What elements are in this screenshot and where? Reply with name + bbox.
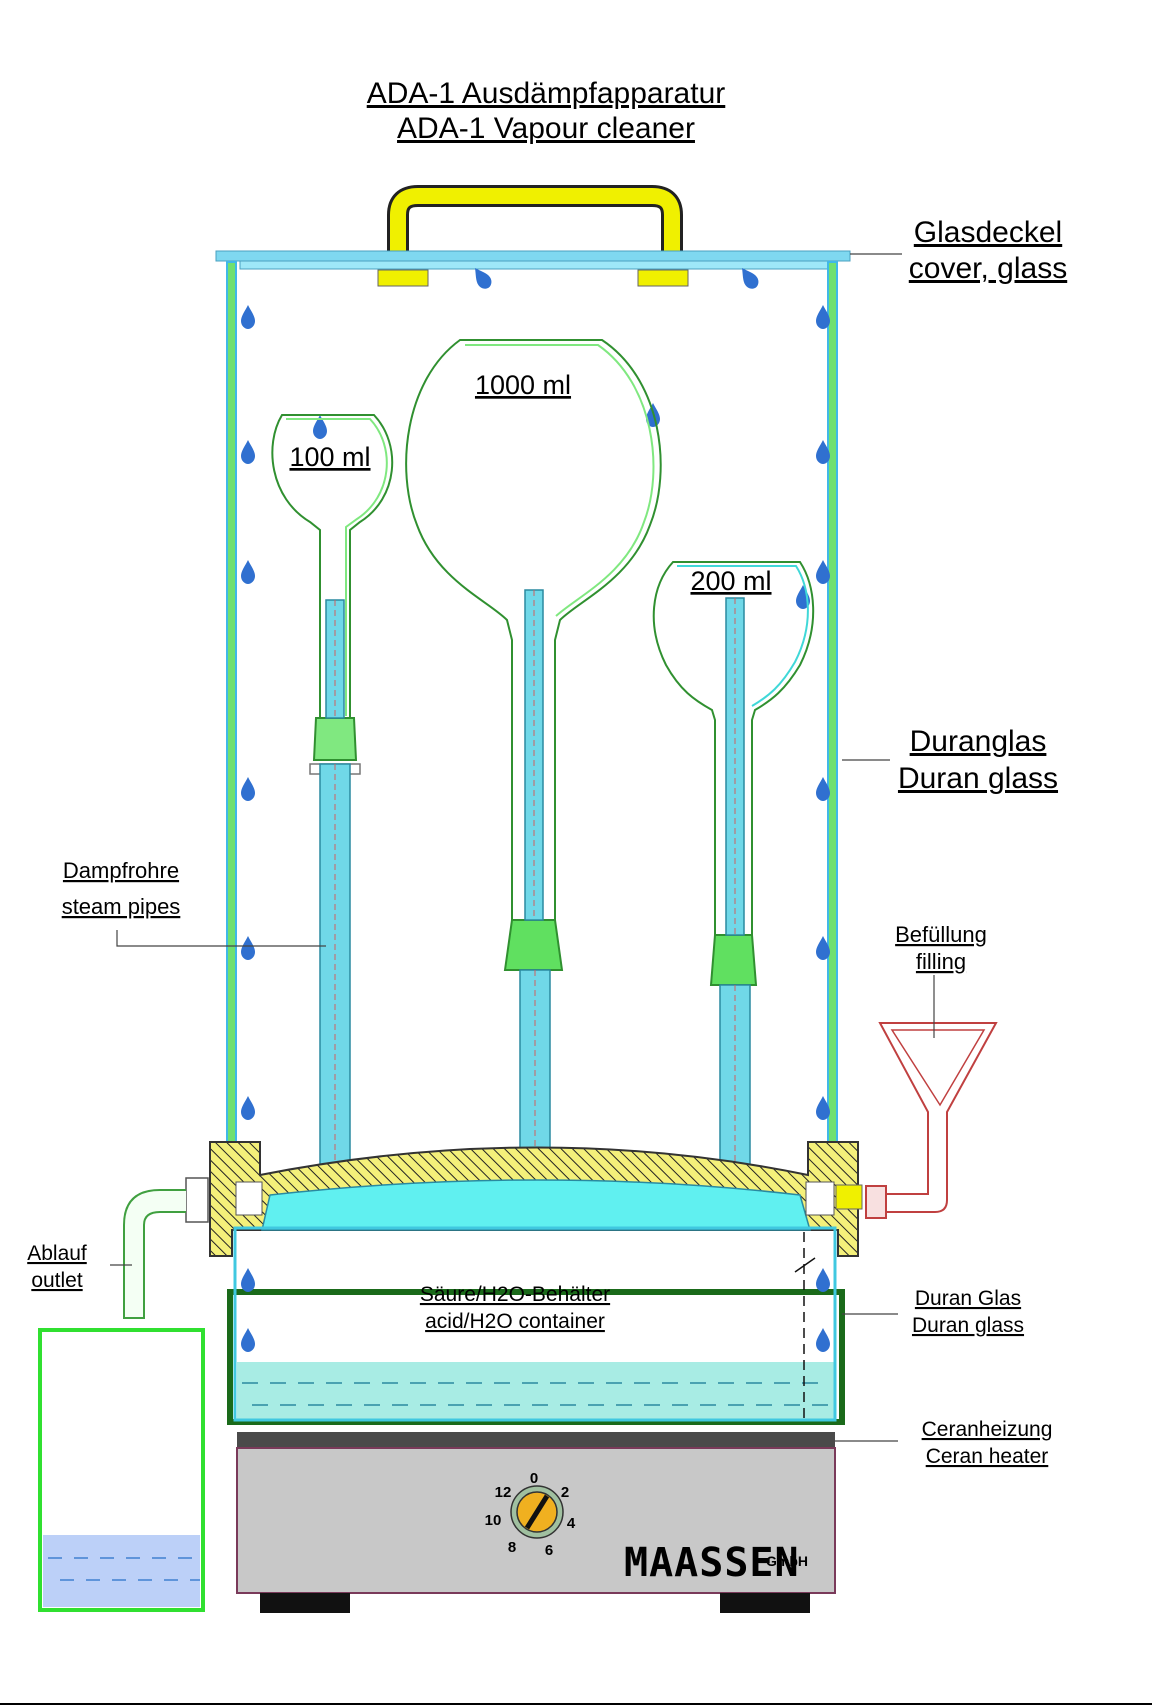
label-flask-100ml: 100 ml xyxy=(289,442,370,472)
label-container-en: acid/H2O container xyxy=(425,1310,605,1333)
label-duran-top-de: Duranglas xyxy=(910,725,1047,758)
dial-mark-6: 6 xyxy=(545,1542,553,1559)
dial-mark-2: 2 xyxy=(561,1484,569,1501)
label-flask-200ml: 200 ml xyxy=(690,566,771,596)
ceran-heater: 0 2 4 6 8 10 12 MAASSEN GmbH xyxy=(236,1432,836,1613)
title-line2: ADA-1 Vapour cleaner xyxy=(397,112,695,145)
label-heater-de: Ceranheizung xyxy=(922,1418,1053,1441)
label-filling-en: filling xyxy=(916,949,966,974)
label-outlet-de: Ablauf xyxy=(27,1242,87,1265)
label-duran-bottom-de: Duran Glas xyxy=(915,1287,1021,1310)
filling-funnel xyxy=(865,1022,998,1219)
label-cover-en: cover, glass xyxy=(909,252,1067,285)
label-steam-de: Dampfrohre xyxy=(63,858,179,883)
dial-mark-0: 0 xyxy=(530,1470,538,1487)
label-cover-de: Glasdeckel xyxy=(914,216,1062,249)
label-duran-top-en: Duran glass xyxy=(898,762,1058,795)
label-filling-de: Befüllung xyxy=(895,922,987,947)
dial-mark-10: 10 xyxy=(485,1512,502,1529)
dial-mark-12: 12 xyxy=(495,1484,512,1501)
label-container-de: Säure/H2O-Behälter xyxy=(420,1283,610,1306)
base-block xyxy=(209,1141,863,1257)
brand-suffix: GmbH xyxy=(766,1553,808,1569)
lid-handle xyxy=(377,185,689,287)
steam-pipes xyxy=(319,589,751,1197)
title-line1: ADA-1 Ausdämpfapparatur xyxy=(367,77,726,110)
outlet-beaker xyxy=(38,1328,205,1612)
label-steam-en: steam pipes xyxy=(62,894,181,919)
glass-cover xyxy=(215,250,851,270)
label-outlet-en: outlet xyxy=(31,1269,83,1292)
label-duran-bottom-en: Duran glass xyxy=(912,1314,1024,1337)
outlet-pipe xyxy=(123,1177,209,1319)
acid-h2o-container xyxy=(227,1226,845,1425)
brand-logo: MAASSEN xyxy=(624,1540,800,1586)
leader-lines xyxy=(110,253,935,1442)
label-heater-en: Ceran heater xyxy=(926,1445,1049,1468)
dial-mark-8: 8 xyxy=(508,1539,516,1556)
label-flask-1000ml: 1000 ml xyxy=(475,370,571,400)
dial-mark-4: 4 xyxy=(567,1515,576,1532)
